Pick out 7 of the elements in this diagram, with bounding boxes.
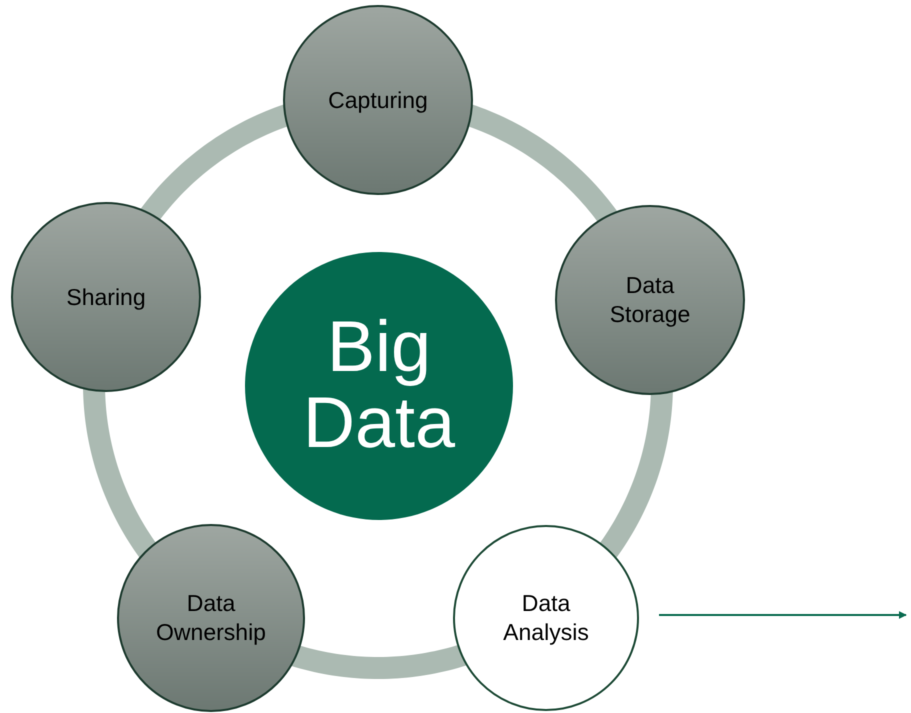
stage-label: Capturing	[328, 86, 428, 114]
hub-title: Big Data	[302, 310, 456, 462]
stage-label: Sharing	[66, 282, 146, 312]
arrow	[659, 611, 907, 619]
stage-label: Data Storage	[608, 271, 692, 329]
stage-label: Data Analysis	[502, 589, 590, 647]
stage-label: Data Ownership	[155, 589, 267, 647]
